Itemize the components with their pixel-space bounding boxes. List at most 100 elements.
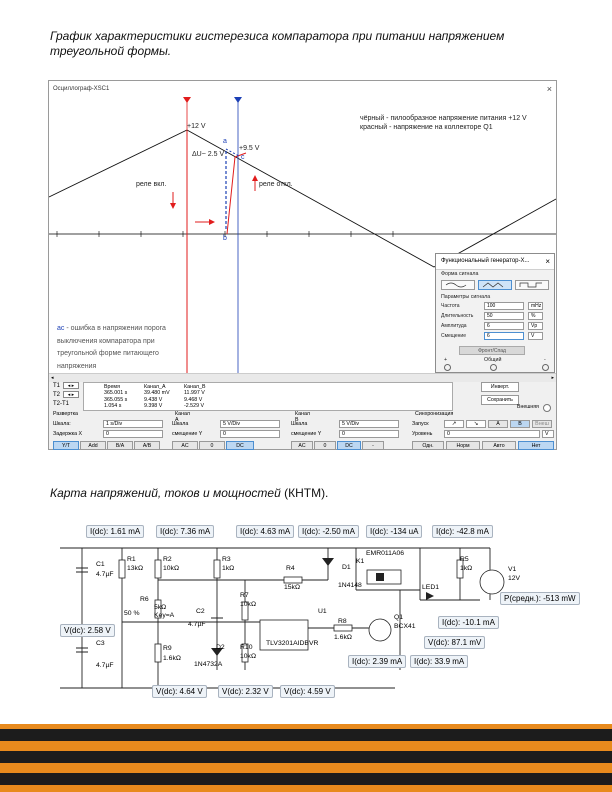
label-point-b: b — [223, 235, 227, 242]
meter-d1-current: I(dc): -134 uA — [366, 525, 423, 538]
label-relay-off: реле откл. — [259, 181, 293, 188]
channel-a-zero-button[interactable]: 0 — [199, 441, 225, 450]
value-r4: 15kΩ — [284, 584, 301, 591]
channel-a-title: Канал A — [175, 411, 190, 423]
label-c1: C1 — [96, 561, 105, 568]
page-heading-map: Карта напряжений, токов и мощностей (КНТ… — [50, 486, 328, 501]
ab-button[interactable]: A/B — [134, 441, 160, 450]
auto-button[interactable]: Авто — [482, 441, 516, 450]
readout-cell: 365.055 s — [104, 396, 128, 403]
horizontal-scrollbar[interactable]: ◂ ▸ — [49, 373, 556, 382]
invert-button[interactable]: Инверт. — [481, 382, 519, 392]
label-u1: U1 — [318, 608, 327, 615]
readout-col-channel-a: Канал_A 39.480 mV 9.438 V 9.398 V — [144, 384, 170, 409]
note-ac-error: ac - ошибка в напряжении порога выключен… — [57, 323, 197, 373]
resistor-r10 — [241, 643, 249, 663]
sweep-delay-input[interactable]: 0 — [103, 430, 163, 438]
edge-rise-button[interactable]: ↗ — [444, 420, 464, 428]
channel-b-minus-button[interactable]: - — [362, 441, 384, 450]
label-r2: R2 — [163, 556, 172, 563]
amplitude-input[interactable]: 6 — [484, 322, 524, 330]
meter-source-current: I(dc): -42.8 mA — [432, 525, 493, 538]
channel-b-dc-button[interactable]: DC — [337, 441, 361, 450]
value-c1: 4.7µF — [96, 571, 114, 578]
scroll-left-icon[interactable]: ◂ — [51, 375, 54, 381]
trigger-a-button[interactable]: A — [488, 420, 508, 428]
save-button[interactable]: Сохранить — [481, 395, 519, 405]
t1-move-buttons[interactable]: ◂ ▸ — [63, 382, 79, 389]
terminal-plus-label: + — [444, 357, 448, 363]
trigger-b-button[interactable]: B — [510, 420, 530, 428]
legend-line-black: чёрный - пилообразное напряжение питания… — [360, 115, 527, 122]
channel-b-zero-button[interactable]: 0 — [314, 441, 336, 450]
channel-a-dc-button[interactable]: DC — [226, 441, 254, 450]
channel-a-scale-input[interactable]: 5 V/Div — [220, 420, 280, 428]
normal-button[interactable]: Норм — [446, 441, 480, 450]
label-r8: R8 — [338, 618, 347, 625]
terminal-minus[interactable] — [542, 364, 549, 371]
ac-error-marker — [225, 148, 240, 157]
channel-b-scale-input[interactable]: 5 V/Div — [339, 420, 399, 428]
cursor-t2-handle[interactable] — [234, 97, 242, 103]
function-generator-title: Функциональный генератор-X... — [441, 258, 530, 264]
cursor-t1-handle[interactable] — [183, 97, 191, 103]
label-r1: R1 — [127, 556, 136, 563]
value-c3: 4.7µF — [96, 662, 114, 669]
offset-unit-select[interactable]: V — [528, 332, 543, 340]
terminal-common[interactable] — [490, 364, 497, 371]
sine-wave-button[interactable] — [441, 280, 475, 290]
label-d2: D2 — [216, 644, 225, 651]
channel-a-ac-button[interactable]: AC — [172, 441, 198, 450]
channel-a-offset-input[interactable]: 0 — [220, 430, 280, 438]
param-label: Амплитуда — [441, 323, 467, 329]
add-button[interactable]: Add — [80, 441, 106, 450]
arrow-relay-on-head — [170, 203, 176, 209]
close-icon[interactable]: × — [545, 257, 550, 266]
duty-input[interactable]: 50 — [484, 312, 524, 320]
channel-b-offset-input[interactable]: 0 — [339, 430, 399, 438]
ba-button[interactable]: B/A — [107, 441, 133, 450]
waveform-section-title: Форма сигнала — [441, 271, 479, 277]
meter-q1-base-current: I(dc): 2.39 mA — [348, 655, 407, 668]
capacitor-c2 — [211, 617, 223, 623]
frequency-input[interactable]: 100 — [484, 302, 524, 310]
channel-b-ac-button[interactable]: AC — [291, 441, 313, 450]
meter-c2-voltage: V(dc): 4.64 V — [152, 685, 207, 698]
readout-cell: 11.997 V — [184, 390, 205, 397]
sweep-scale-input[interactable]: 1 s/Div — [103, 420, 163, 428]
triangle-wave-button[interactable] — [478, 280, 512, 290]
yt-button[interactable]: Y/T — [53, 441, 79, 450]
scroll-right-icon[interactable]: ▸ — [551, 375, 554, 381]
label-q1: Q1 — [394, 614, 404, 621]
channel-a-offset-row: смещение Y 0 — [172, 430, 282, 438]
resistor-r2 — [154, 559, 162, 579]
channel-b-offset-label: смещение Y — [291, 431, 322, 437]
value-r8: 1.6kΩ — [334, 634, 352, 641]
label-d1: D1 — [342, 564, 351, 571]
rise-fall-button[interactable]: Фронт/Спад — [459, 346, 525, 355]
circuit-schematic: I(dc): 1.61 mA I(dc): 7.36 mA I(dc): 4.6… — [60, 520, 580, 710]
param-label: Длительность — [441, 313, 474, 319]
square-wave-button[interactable] — [515, 280, 549, 290]
t2-move-buttons[interactable]: ◂ ▸ — [63, 391, 79, 398]
sync-level-input[interactable]: 0 — [444, 430, 540, 438]
params-section-title: Параметры сигнала — [441, 294, 491, 300]
label-k1: K1 — [356, 558, 365, 565]
amplitude-unit-select[interactable]: Vp — [528, 322, 543, 330]
offset-input[interactable]: 6 — [484, 332, 524, 340]
scope-display — [49, 97, 556, 373]
label-12v: +12 V — [187, 123, 206, 130]
ribbon-stripe-2 — [0, 751, 612, 763]
edge-fall-button[interactable]: ↘ — [466, 420, 486, 428]
single-button[interactable]: Одн. — [412, 441, 444, 450]
function-generator-window: Функциональный генератор-X... × Форма си… — [435, 253, 555, 373]
terminal-plus[interactable] — [444, 364, 451, 371]
trigger-ext-button[interactable]: Внеш — [532, 420, 552, 428]
external-radio[interactable] — [543, 404, 551, 412]
close-icon[interactable]: × — [546, 84, 552, 94]
readout-cell: 9.398 V — [144, 402, 163, 409]
frequency-unit-select[interactable]: mHz — [528, 302, 543, 310]
transistor-q1 — [368, 618, 392, 642]
readout-cell: Канал_B — [184, 384, 206, 390]
none-button[interactable]: Нет — [518, 441, 554, 450]
